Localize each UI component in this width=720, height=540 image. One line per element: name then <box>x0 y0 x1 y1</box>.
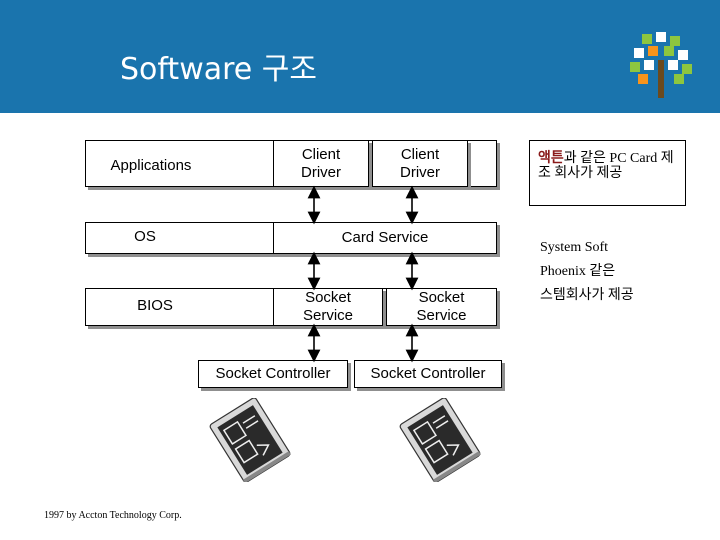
socket-controller-box-2 <box>354 360 502 388</box>
client-driver-text-2: Client Driver <box>400 145 440 181</box>
bios-label: BIOS <box>137 297 173 314</box>
pc-card-icon <box>209 398 291 482</box>
card-service-label: Card Service <box>341 229 429 246</box>
applications-label: Applications <box>110 157 192 174</box>
socket-service-box-2 <box>386 288 497 326</box>
client-driver-text-1: Client Driver <box>301 145 341 181</box>
copyright-footer: 1997 by Accton Technology Corp. <box>44 510 182 521</box>
client-driver-label-1: Client Driver <box>273 140 369 187</box>
card-service-box <box>273 222 497 254</box>
client-driver-box-1 <box>273 140 369 187</box>
system-note: System Soft Phoenix 같은 스템회사가 제공 <box>540 236 634 308</box>
page-title: Software 구조 <box>120 52 317 87</box>
socket-service-text-1: Socket Service <box>302 289 354 324</box>
tree-logo-icon <box>630 32 692 98</box>
vendor-note-text: 과 같은 PC Card 제조 회사가 제공 <box>538 151 674 181</box>
pc-card-icon <box>399 398 481 482</box>
client-driver-label-2: Client Driver <box>372 140 468 187</box>
socket-controller-label-2: Socket Controller <box>370 365 486 382</box>
socket-service-label-1: Socket Service <box>273 288 383 326</box>
socket-controller-box-1 <box>198 360 348 388</box>
socket-service-box-1 <box>273 288 383 326</box>
system-note-line-3: 스템회사가 제공 <box>540 288 634 303</box>
system-note-line-1: System Soft <box>540 240 609 255</box>
socket-controller-label-1: Socket Controller <box>215 365 331 382</box>
vendor-note: 액튼과 같은 PC Card 제조 회사가 제공 <box>529 140 686 206</box>
socket-service-text-2: Socket Service <box>416 289 467 324</box>
system-note-line-2: Phoenix 같은 <box>540 264 616 279</box>
os-label: OS <box>134 228 156 245</box>
title-banner: Software 구조 <box>0 0 720 113</box>
socket-service-label-2: Socket Service <box>386 288 497 326</box>
vendor-name: 액튼 <box>538 151 564 166</box>
client-driver-box-2 <box>372 140 468 187</box>
